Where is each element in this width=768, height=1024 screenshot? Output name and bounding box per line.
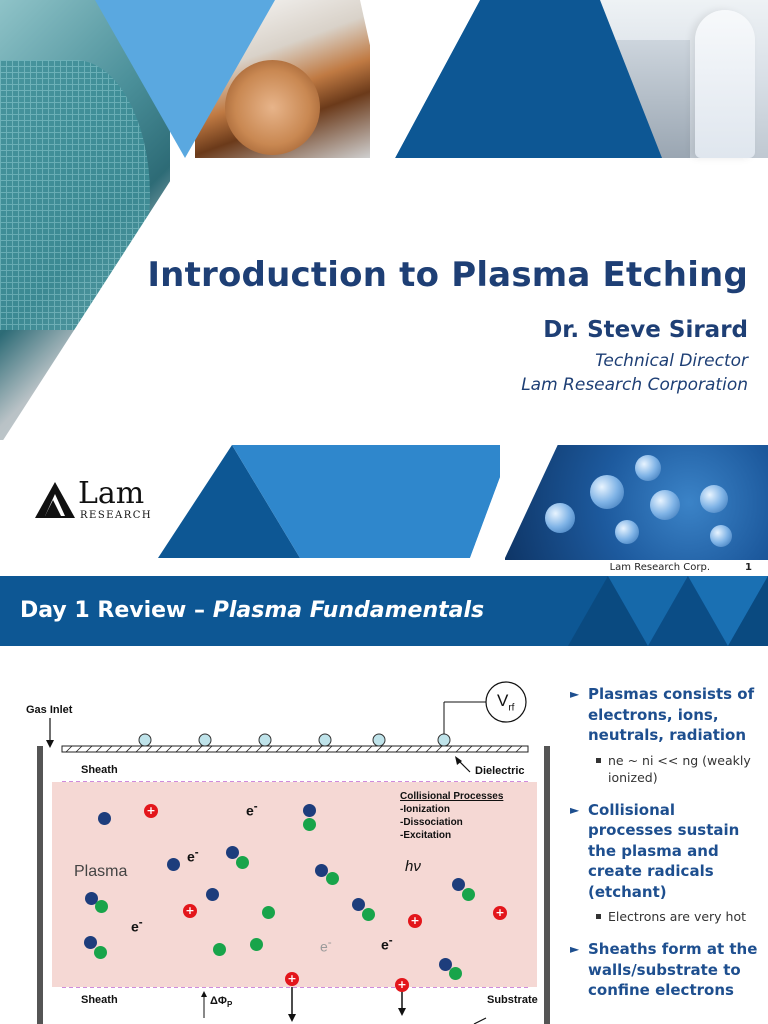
ion-particle [85, 892, 98, 905]
process-excitation: -Excitation [400, 830, 452, 841]
ion-particle [315, 864, 328, 877]
plasma-label: Plasma [74, 863, 128, 880]
ion-particle [84, 936, 97, 949]
lam-logo-icon [35, 482, 75, 518]
neutral-particle [303, 818, 316, 831]
ion-particle [352, 898, 365, 911]
neutral-particle [362, 908, 375, 921]
neutral-particle [95, 900, 108, 913]
neutral-particle [250, 938, 263, 951]
positive-ion: + [144, 804, 158, 818]
footer-company: Lam Research Corp. [609, 562, 710, 573]
sheath-bottom-label: Sheath [81, 994, 118, 1006]
photon-label: hν [405, 858, 421, 875]
author-company: Lam Research Corporation [521, 375, 748, 395]
author-name: Dr. Steve Sirard [543, 317, 748, 343]
molecule-photo [505, 445, 768, 560]
collisional-processes-box: Collisional Processes -Ionization -Disso… [400, 790, 503, 842]
processes-title: Collisional Processes [400, 791, 504, 802]
ion-particle [226, 846, 239, 859]
ion-particle [303, 804, 316, 817]
electron-label: e- [131, 916, 143, 935]
hot-electron-label: e- [320, 936, 332, 955]
positive-ion: + [493, 906, 507, 920]
positive-ion: + [183, 904, 197, 918]
logo-subtext: RESEARCH [80, 510, 153, 521]
neutral-particle [236, 856, 249, 869]
ion-particle [206, 888, 219, 901]
electron-label: e- [381, 934, 393, 953]
author-role: Technical Director [595, 351, 748, 371]
neutral-particle [326, 872, 339, 885]
neutral-particle [449, 967, 462, 980]
neutral-particle [262, 906, 275, 919]
bullet-item: ► Sheaths form at the walls/substrate to… [570, 940, 758, 999]
process-ionization: -Ionization [400, 804, 450, 815]
potential-drop-label: ΔΦP [210, 995, 233, 1010]
bullet-item: ► Plasmas consists of electrons, ions, n… [570, 685, 755, 744]
square-bullet-icon [596, 914, 601, 919]
electron-label: e- [187, 846, 199, 865]
triangle-bullet-icon: ► [570, 942, 580, 956]
slide-title-plain: Day 1 Review – [20, 598, 213, 623]
neutral-particle [462, 888, 475, 901]
sheath-top-label: Sheath [81, 764, 118, 776]
electron-label: e- [246, 800, 258, 819]
square-bullet-icon [596, 757, 601, 763]
slide-footer: Lam Research Corp. 1 [0, 560, 768, 576]
molecule-mask [500, 440, 560, 558]
triangle-bullet-icon: ► [570, 802, 580, 817]
lam-research-logo: Lam RESEARCH [33, 476, 153, 528]
positive-ion: + [285, 972, 299, 986]
slide-title: Day 1 Review – Plasma Fundamentals [20, 598, 484, 623]
header-triangles [568, 576, 768, 646]
neutral-particle [94, 946, 107, 959]
title-slide: Introduction to Plasma Etching Dr. Steve… [0, 0, 768, 576]
plasma-chamber-diagram: Gas Inlet [0, 666, 560, 1024]
lab-equipment-photo [195, 0, 370, 158]
gas-inlet-label: Gas Inlet [26, 704, 73, 716]
top-triangles [95, 0, 662, 158]
sub-bullet-item: ne ~ ni << ng (weakly ionized) [568, 752, 763, 786]
slide-title-italic: Plasma Fundamentals [212, 598, 485, 623]
slide-header: Day 1 Review – Plasma Fundamentals [0, 576, 768, 646]
neutral-particle [213, 943, 226, 956]
presentation-title: Introduction to Plasma Etching [147, 255, 748, 295]
process-dissociation: -Dissociation [400, 817, 463, 828]
positive-ion: + [408, 914, 422, 928]
sub-bullet-item: Electrons are very hot [568, 908, 763, 925]
chamber-lines [37, 681, 550, 1024]
logo-word: Lam [78, 476, 145, 511]
ion-particle [439, 958, 452, 971]
bullet-item: ► Collisional processes sustain the plas… [570, 800, 740, 901]
page-number: 1 [745, 562, 752, 573]
bullet-list: ► Plasmas consists of electrons, ions, n… [568, 684, 763, 1001]
ion-particle [98, 812, 111, 825]
white-panel [0, 158, 200, 445]
positive-ion: + [395, 978, 409, 992]
dielectric-label: Dielectric [475, 765, 525, 777]
vrf-label: Vrf [497, 691, 515, 714]
substrate-label: Substrate [487, 994, 538, 1006]
ion-particle [167, 858, 180, 871]
triangle-bullet-icon: ► [570, 687, 580, 701]
ion-particle [452, 878, 465, 891]
review-slide: Day 1 Review – Plasma Fundamentals Gas I… [0, 576, 768, 1024]
